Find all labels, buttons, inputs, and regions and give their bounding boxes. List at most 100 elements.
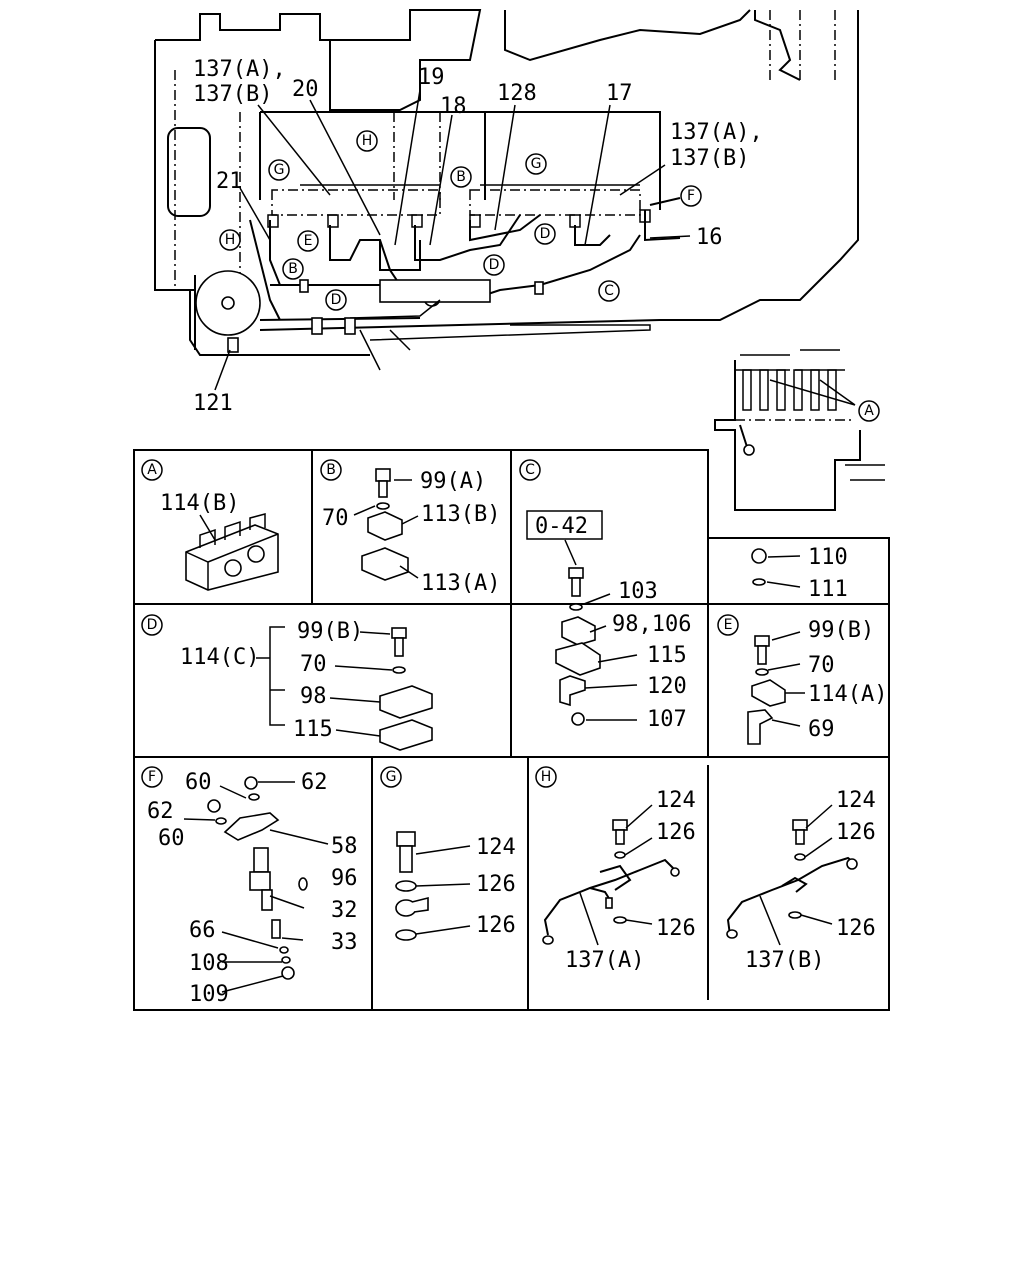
washer-111-icon: [752, 578, 766, 586]
svg-text:G: G: [386, 769, 397, 785]
label-0-42: 0-42: [535, 514, 588, 539]
bracket-120-icon: [559, 675, 586, 707]
seal-109-icon: [281, 966, 295, 980]
label-110: 110: [808, 545, 848, 570]
panel-d: D 114(C) 99(B) 70 98 115: [141, 614, 433, 751]
svg-text:H: H: [541, 769, 552, 785]
eye-fitting-icon: [395, 896, 429, 917]
washer-60-top-icon: [248, 793, 260, 801]
panel-f-tag: F: [141, 766, 163, 788]
svg-text:E: E: [724, 617, 733, 633]
label-137a: 137(A): [565, 948, 644, 973]
clamp-115-d-icon: [379, 719, 433, 751]
label-18: 18: [440, 94, 467, 119]
panel-h: H 124 126 126 137(A): [535, 766, 876, 973]
overview-callouts: H G G B E B D D D C F H A: [219, 130, 880, 422]
callout-a-inset: A: [858, 400, 880, 422]
washer-126-top-icon: [395, 880, 417, 892]
label-70-b: 70: [322, 506, 349, 531]
label-126-g-top: 126: [476, 872, 516, 897]
svg-text:B: B: [288, 261, 298, 277]
clamp-114a-icon: [751, 679, 786, 707]
label-70-e: 70: [808, 653, 835, 678]
nut-62-top-icon: [244, 776, 258, 790]
panel-g: G 124 126 126: [380, 766, 516, 941]
panel-c: C 0-42 103 98,106 115 120 107: [519, 459, 691, 732]
bracket-69-icon: [747, 709, 774, 745]
callout-e: E: [297, 230, 319, 252]
panel-e: E 99(B) 70 114(A) 69: [717, 614, 887, 745]
label-107: 107: [647, 707, 687, 732]
label-96: 96: [331, 866, 358, 891]
label-62-left: 62: [147, 799, 174, 824]
label-99b-e: 99(B): [808, 618, 874, 643]
svg-text:A: A: [147, 462, 157, 478]
overview-labels: 137(A), 137(B) 20 19 18 128 17 137(A), 1…: [193, 57, 763, 416]
svg-text:H: H: [362, 133, 373, 149]
label-21: 21: [216, 169, 243, 194]
callout-c: C: [598, 280, 620, 302]
svg-text:B: B: [326, 462, 336, 478]
label-128: 128: [497, 81, 537, 106]
label-137ab-right-2: 137(B): [670, 146, 749, 171]
washer-70-e-icon: [755, 668, 769, 676]
panel-c-tag: C: [519, 459, 541, 481]
label-124-g: 124: [476, 835, 516, 860]
callout-d-left: D: [325, 289, 347, 311]
panel-e-tag: E: [717, 614, 739, 636]
bolt-99a-icon: [375, 468, 391, 498]
washer-103-icon: [569, 603, 583, 611]
bolt-99b-e-icon: [754, 635, 770, 665]
svg-text:G: G: [274, 162, 285, 178]
label-98-d: 98: [300, 684, 327, 709]
label-114b: 114(B): [160, 491, 239, 516]
washer-108-icon: [281, 956, 291, 964]
label-109: 109: [189, 982, 229, 1007]
label-126-h-left-top: 126: [656, 820, 696, 845]
label-137ab-left-2: 137(B): [193, 82, 272, 107]
washer-66-icon: [279, 946, 289, 954]
label-20: 20: [292, 77, 319, 102]
svg-text:D: D: [489, 257, 500, 273]
clamp-114b-icon: [185, 513, 279, 591]
label-113a: 113(A): [421, 571, 500, 596]
label-58: 58: [331, 834, 358, 859]
panel-b: B 99(A) 70 113(B) 113(A): [320, 459, 500, 596]
label-121: 121: [193, 391, 233, 416]
nut-62-left-icon: [207, 799, 221, 813]
detail-grid: [133, 449, 890, 1011]
svg-text:D: D: [331, 292, 342, 308]
label-16: 16: [696, 225, 723, 250]
panel-f: F 60 62 62 60 58 96: [141, 766, 358, 1007]
label-19: 19: [418, 65, 445, 90]
svg-text:B: B: [456, 169, 466, 185]
washer-70-d-icon: [392, 666, 406, 674]
label-69: 69: [808, 717, 835, 742]
svg-text:E: E: [304, 233, 313, 249]
label-126-h-right-bottom: 126: [836, 916, 876, 941]
panel-nut: 110 111: [751, 545, 848, 602]
washer-60-left-icon: [215, 817, 227, 825]
label-60-left: 60: [158, 826, 185, 851]
callout-h-top: H: [356, 130, 378, 152]
callout-b-top: B: [450, 166, 472, 188]
label-108: 108: [189, 951, 229, 976]
callout-h-left: H: [219, 229, 241, 251]
panel-g-tag: G: [380, 766, 402, 788]
label-33: 33: [331, 930, 358, 955]
o-ring-96-icon: [298, 877, 308, 891]
label-113b: 113(B): [421, 502, 500, 527]
clamp-58-icon: [223, 812, 280, 841]
callout-f: F: [680, 185, 702, 207]
callout-g-right: G: [525, 153, 547, 175]
clamp-113b-icon: [367, 511, 403, 541]
label-99a: 99(A): [420, 469, 486, 494]
label-126-g-bottom: 126: [476, 913, 516, 938]
svg-text:F: F: [148, 769, 156, 785]
washer-126-bottom-icon: [395, 929, 417, 941]
svg-text:A: A: [864, 403, 874, 419]
label-62-top: 62: [301, 770, 328, 795]
callout-d-right: D: [534, 223, 556, 245]
callout-d-mid: D: [483, 254, 505, 276]
